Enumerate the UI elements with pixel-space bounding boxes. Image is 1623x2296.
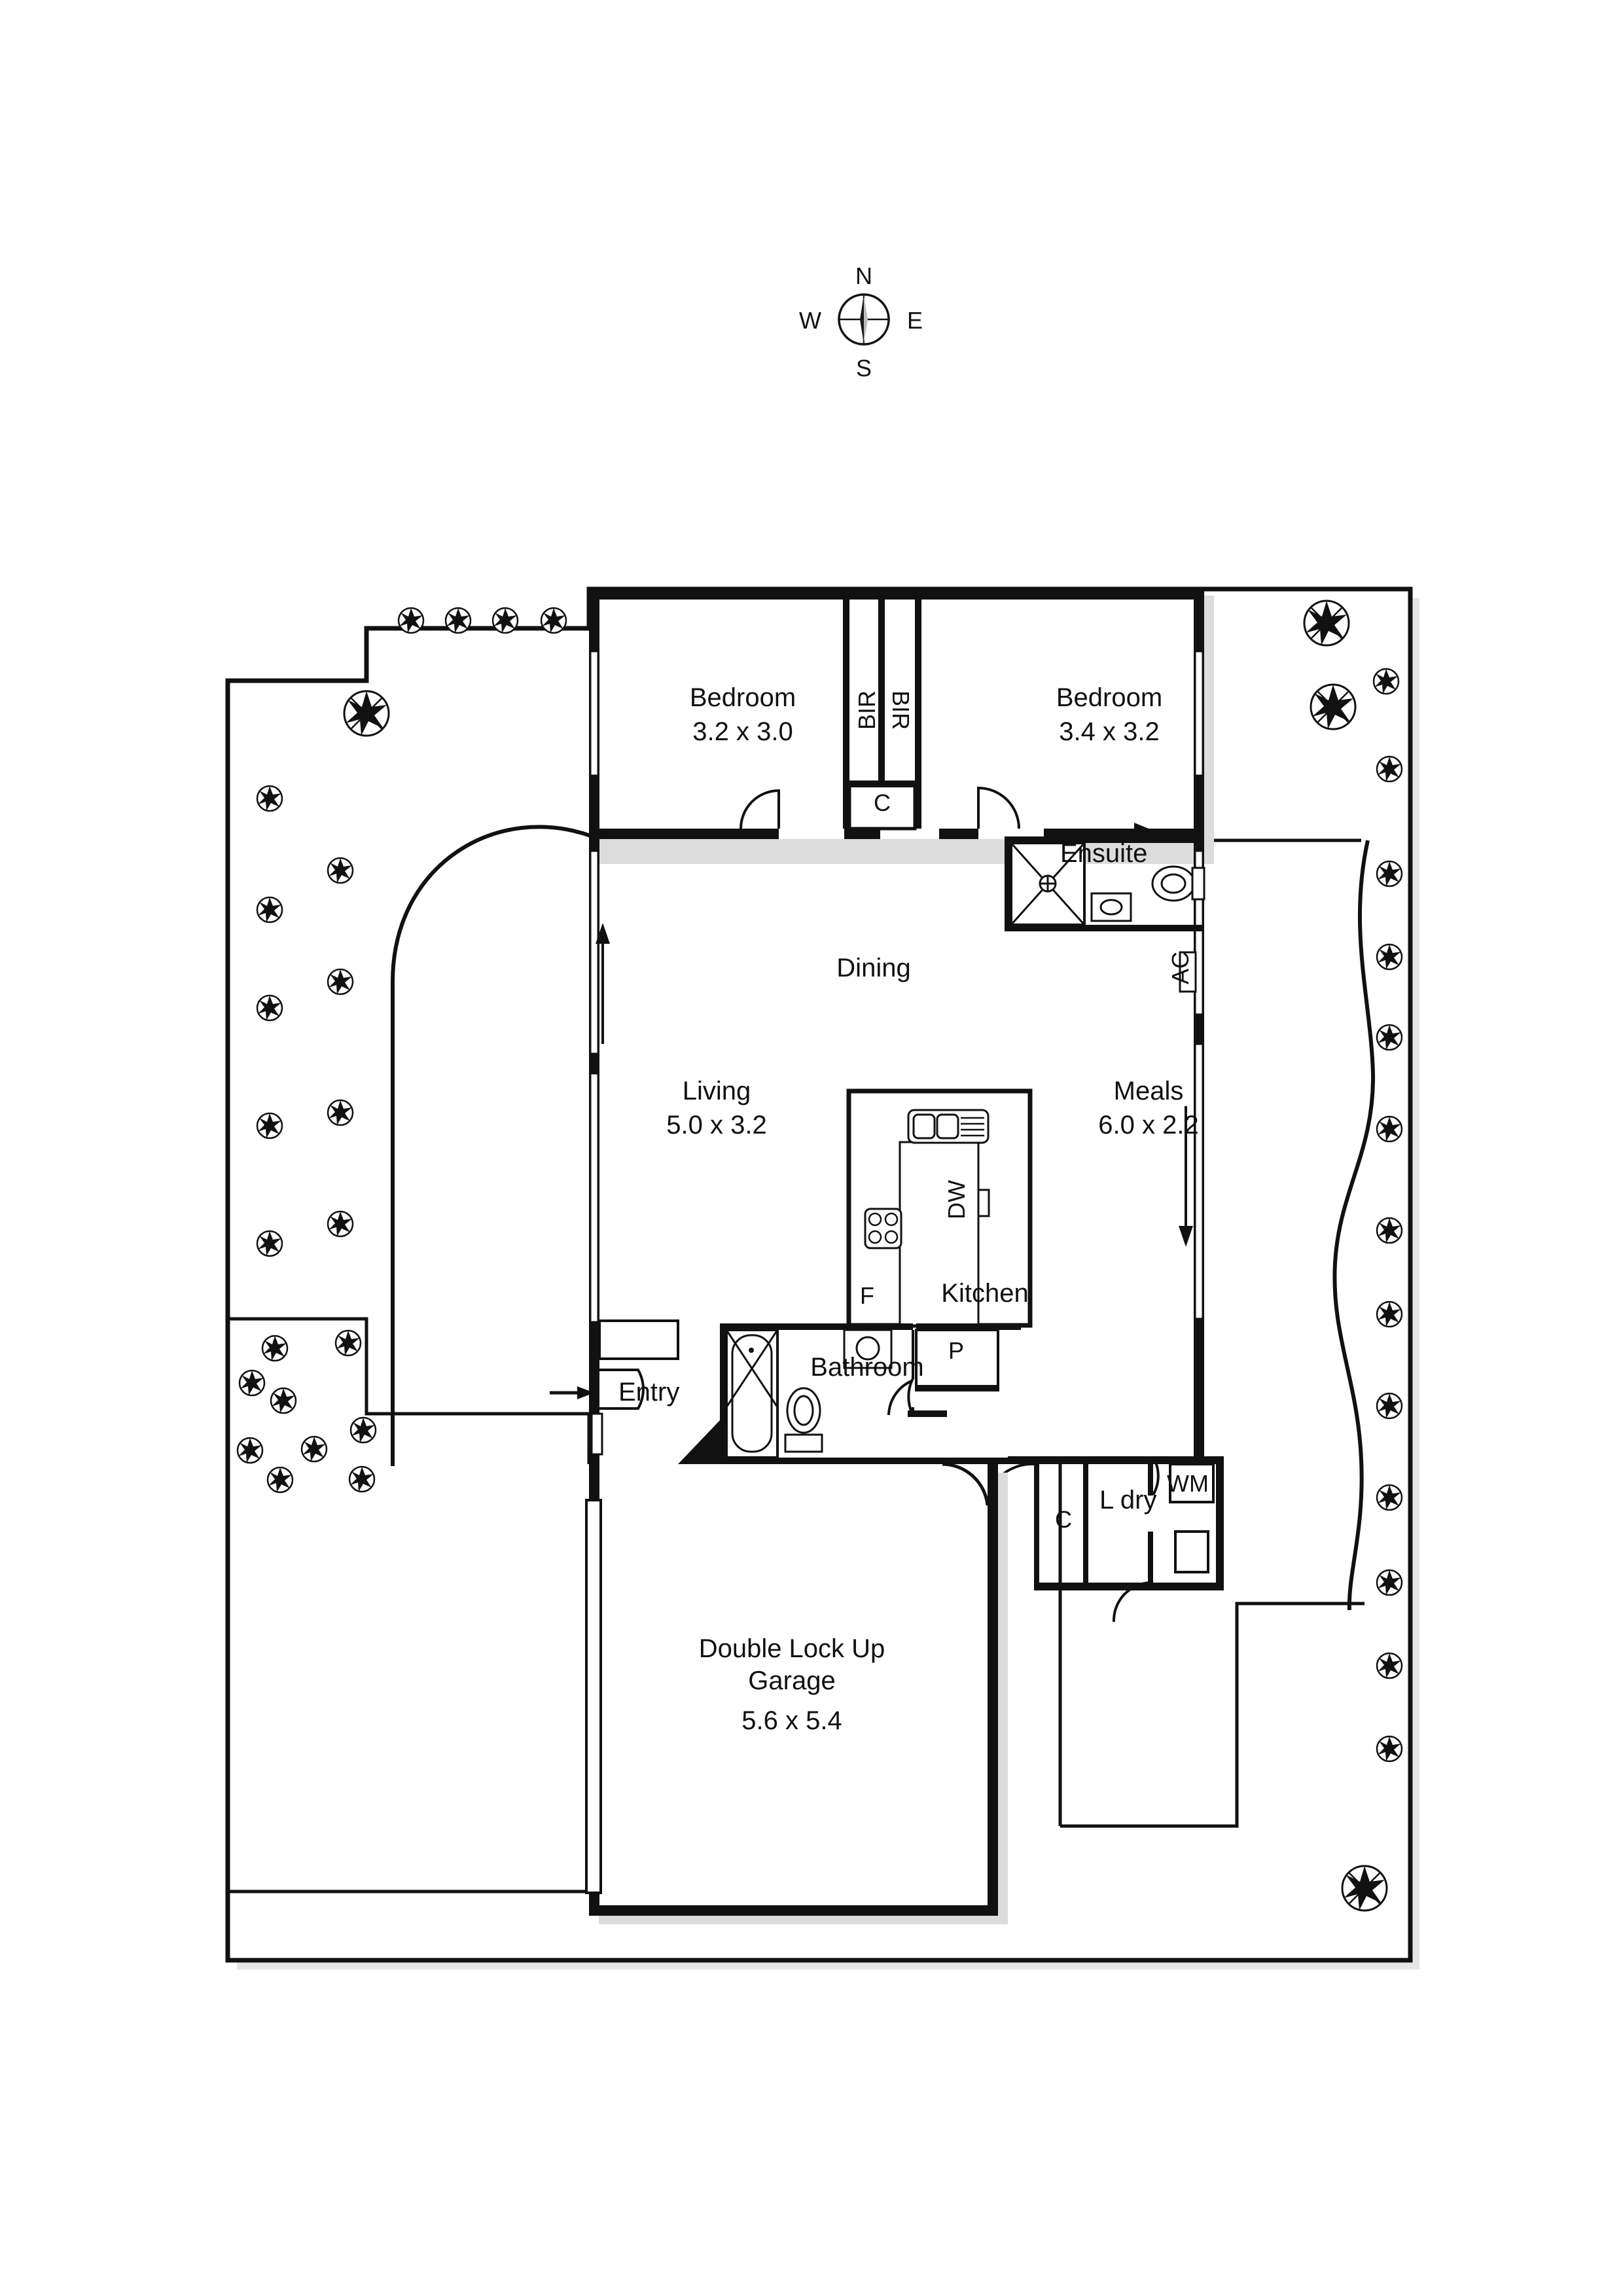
ac-label: AC — [1167, 952, 1194, 985]
room-label-ensuite: Ensuite — [1060, 839, 1148, 868]
room-label-kitchen: Kitchen — [941, 1279, 1029, 1308]
bir-label-left: BIR — [853, 691, 880, 730]
room-label-garage: Double Lock Up Garage — [698, 1634, 885, 1695]
bathroom-room — [678, 1323, 1034, 1464]
bir-label-right: BIR — [887, 690, 914, 730]
room-label-bathroom: Bathroom — [810, 1353, 924, 1382]
room-label-bedroom-1: Bedroom — [689, 683, 796, 712]
room-dim-bedroom-1: 3.2 x 3.0 — [692, 717, 793, 746]
bedroom-block — [589, 589, 1204, 839]
room-dim-bedroom-2: 3.4 x 3.2 — [1059, 717, 1160, 746]
air-conditioner-unit — [1179, 951, 1197, 993]
closet-label-hall: C — [874, 789, 891, 816]
fridge-label: F — [860, 1282, 874, 1309]
svg-text:S: S — [856, 355, 872, 382]
window — [589, 650, 1204, 777]
garden-path-arc — [391, 825, 594, 1466]
dishwasher-label: DW — [943, 1180, 970, 1219]
svg-text:N: N — [855, 262, 872, 289]
compass-rose: N S E W — [799, 262, 923, 382]
wm-label: WM — [1167, 1470, 1209, 1497]
room-label-bedroom-2: Bedroom — [1056, 683, 1163, 712]
ensuite-room — [1005, 823, 1205, 931]
entry-door[interactable] — [550, 1369, 645, 1456]
room-dim-meals: 6.0 x 2.2 — [1098, 1111, 1199, 1139]
room-label-entry: Entry — [618, 1378, 680, 1407]
room-dim-living: 5.0 x 3.2 — [666, 1111, 767, 1139]
pantry-label: P — [948, 1337, 964, 1364]
built-in-robes — [843, 600, 921, 831]
sliding-door[interactable] — [589, 850, 610, 1323]
svg-text:W: W — [799, 307, 821, 334]
room-label-laundry: L dry — [1099, 1486, 1157, 1515]
room-dim-garage: 5.6 x 5.4 — [741, 1706, 842, 1735]
garage-door[interactable] — [585, 1499, 602, 1894]
closet-label-laundry: C — [1055, 1506, 1072, 1533]
room-label-dining: Dining — [836, 954, 911, 982]
kitchen-benches — [846, 1088, 1033, 1328]
room-label-meals: Meals — [1113, 1077, 1184, 1105]
main-living-block — [550, 823, 1224, 1623]
garage-block — [585, 1462, 1008, 1924]
svg-text:E: E — [907, 307, 923, 334]
sink-icon — [907, 1109, 990, 1144]
site-internal-lines — [228, 838, 1376, 1893]
cooktop-icon — [864, 1208, 902, 1249]
door-swing — [740, 786, 1020, 829]
room-label-living: Living — [682, 1077, 751, 1105]
